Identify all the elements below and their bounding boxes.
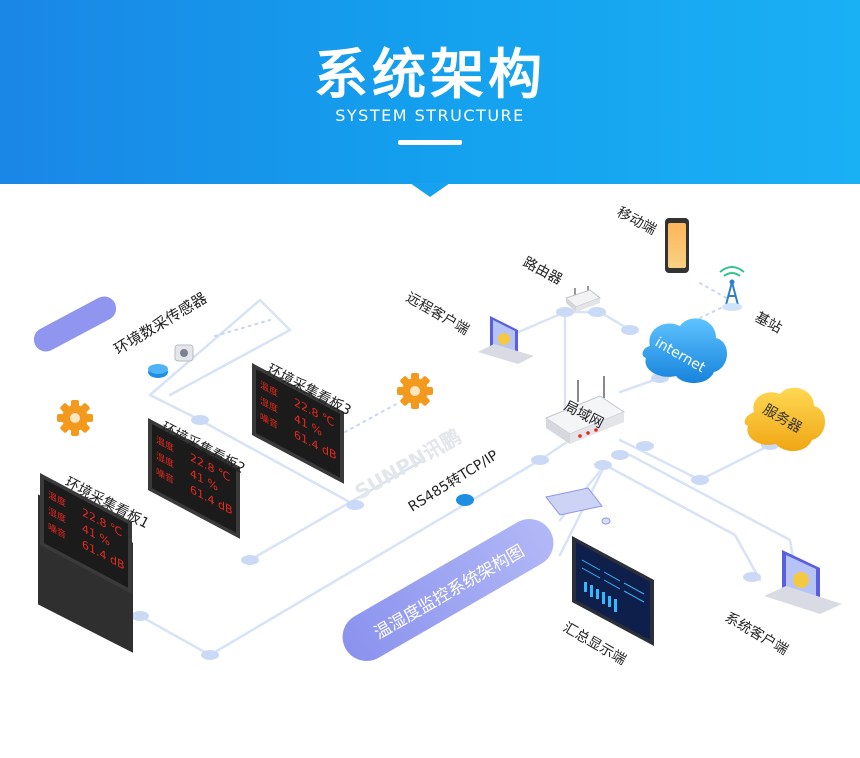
remote-client-laptop-icon: [478, 316, 534, 364]
sensor-device-icon: [148, 344, 194, 378]
base-station-label: 基站: [752, 309, 785, 337]
summary-display-icon: [572, 536, 654, 646]
title-underline: [398, 140, 462, 145]
mobile-phone-icon: [665, 218, 689, 273]
diagram-banner: 温湿度监控系统架构图: [342, 519, 554, 661]
gear-icon: [57, 400, 93, 436]
remote-client-label: 远程客户端: [403, 289, 472, 339]
led-board-2-panel: 22.8 ℃ 41 % 61.4 dB 温度 湿度 噪音: [148, 418, 240, 539]
mobile-label: 移动端: [614, 204, 659, 238]
rs485-converter-icon: [456, 494, 474, 506]
led-board-1-panel: 22.8 ℃ 41 % 61.4 dB 温度 湿度 噪音: [40, 473, 132, 594]
system-client-laptop-icon: [764, 550, 842, 614]
keyboard-icon: [545, 487, 611, 525]
router-label: 路由器: [520, 254, 565, 288]
banner-text: 温湿度监控系统架构图: [371, 541, 528, 643]
system-client-label: 系统客户端: [722, 609, 791, 659]
lan-switch-icon: [544, 376, 626, 444]
summary-display-label: 汇总显示端: [560, 620, 629, 669]
decorative-pill: [33, 296, 117, 352]
gear-icon: [397, 373, 433, 409]
led-board-3-panel: 22.8 ℃ 41 % 61.4 dB 温度 湿度 噪音: [252, 363, 344, 484]
header-banner: 系统架构 SYSTEM STRUCTURE: [0, 0, 860, 184]
connection-dots: [131, 307, 779, 660]
sensor-label: 环境数采传感器: [111, 289, 210, 359]
internet-cloud-icon: [642, 318, 728, 384]
header-notch: [410, 183, 450, 197]
base-station-icon: [719, 266, 745, 311]
page-subtitle: SYSTEM STRUCTURE: [335, 106, 525, 125]
dotted-links: [214, 282, 731, 433]
router-icon: [565, 286, 601, 312]
page-title: 系统架构: [314, 43, 546, 106]
server-cloud-icon: [744, 387, 826, 452]
